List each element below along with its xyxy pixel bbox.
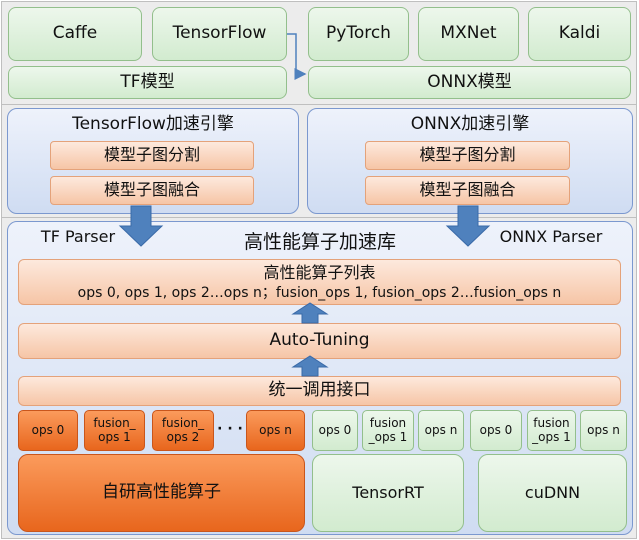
onnx-engine-down-arrow [445,205,491,247]
cudnn-block: cuDNN [478,454,627,532]
tensorrt-op-n: ops n [418,410,464,451]
tf-engine-panel: TensorFlow加速引擎 模型子图分割 模型子图融合 [7,108,299,214]
custom-ops-block: 自研高性能算子 [18,454,305,532]
onnx-engine-title: ONNX加速引擎 [410,114,530,135]
cudnn-op-0: ops 0 [470,410,522,451]
auto-tuning-up-arrow [291,302,329,324]
framework-mxnet: MXNet [418,7,519,61]
tf-engine-fusion: 模型子图融合 [50,176,254,205]
custom-op-0: ops 0 [18,410,78,451]
onnx-engine-fusion: 模型子图融合 [365,176,570,205]
onnx-parser-label: ONNX Parser [499,226,603,246]
onnx-model-box: ONNX模型 [308,66,631,99]
op-list-title: 高性能算子列表 [263,262,376,282]
framework-tensorflow: TensorFlow [152,7,287,61]
library-title: 高性能算子加速库 [243,231,396,254]
tf-model-box: TF模型 [8,66,287,99]
unified-api-up-arrow [291,355,329,377]
onnx-engine-panel: ONNX加速引擎 模型子图分割 模型子图融合 [307,108,633,214]
tf-engine-down-arrow [118,205,164,247]
custom-ops-ellipsis: · · · [217,420,243,437]
auto-tuning-box: Auto-Tuning [18,323,621,359]
framework-caffe: Caffe [8,7,142,61]
cudnn-op-1: fusion _ops 1 [527,410,576,451]
tf-engine-split: 模型子图分割 [50,141,254,170]
tf-parser-label: TF Parser [40,226,116,246]
cudnn-op-n: ops n [580,410,627,451]
unified-api-box: 统一调用接口 [18,376,621,406]
tensorrt-op-1: fusion _ops 1 [362,410,414,451]
onnx-engine-split: 模型子图分割 [365,141,570,170]
op-list-box: 高性能算子列表 ops 0, ops 1, ops 2…ops n；fusion… [18,259,621,305]
custom-op-n: ops n [246,410,305,451]
custom-op-2: fusion_ ops 2 [152,410,214,451]
custom-op-1: fusion_ ops 1 [84,410,145,451]
tf-engine-title: TensorFlow加速引擎 [72,114,234,135]
tensorrt-block: TensorRT [312,454,464,532]
op-list-detail: ops 0, ops 1, ops 2…ops n；fusion_ops 1, … [77,284,562,301]
framework-kaldi: Kaldi [528,7,631,61]
tensorrt-op-0: ops 0 [312,410,358,451]
framework-pytorch: PyTorch [308,7,409,61]
tensorflow-to-onnx-connector [287,33,307,80]
